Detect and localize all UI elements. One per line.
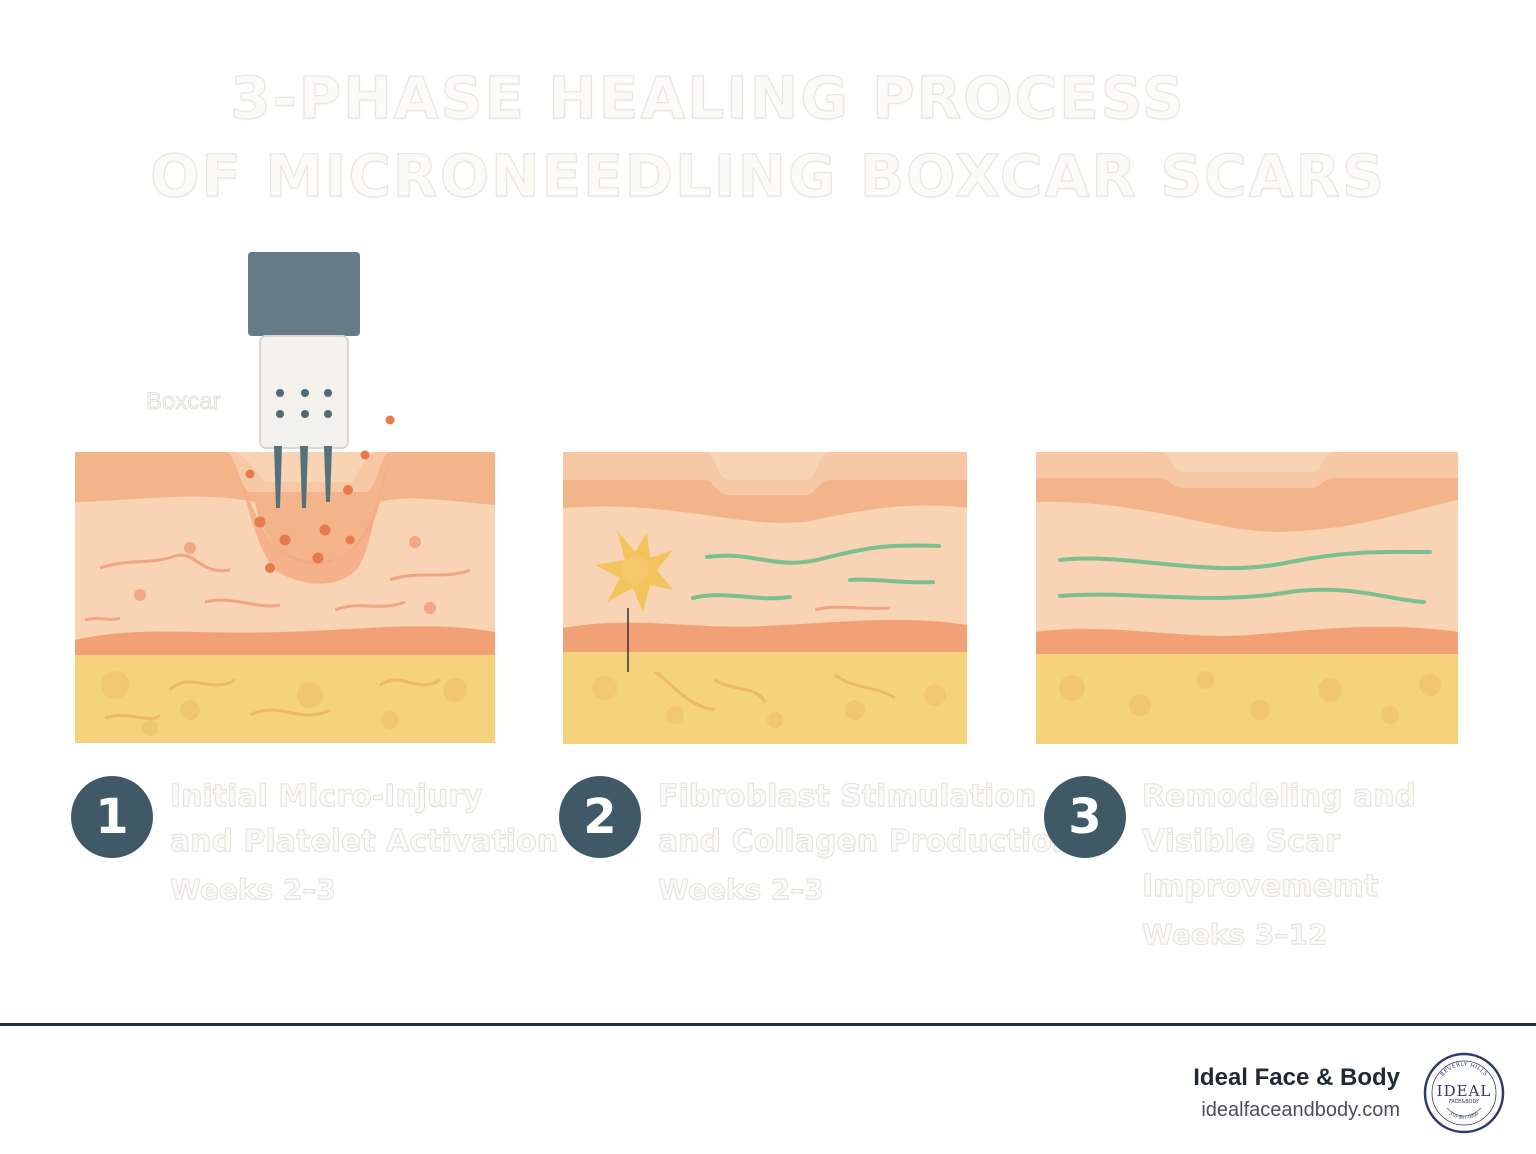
brand-name: Ideal Face & Body: [1193, 1064, 1400, 1091]
laurel-icon: [1446, 1107, 1482, 1117]
step-2-number-badge: 2: [559, 776, 641, 858]
step-3-title-line-1: Remodeling and: [1141, 779, 1417, 815]
panel-1-skin-diagram: [75, 252, 495, 743]
boxcar-label: Boxcar: [146, 388, 221, 416]
step-1-weeks: Weeks 2–3: [170, 873, 337, 907]
step-1-title-line-2: and Platelet Activation: [169, 824, 559, 860]
step-3-number-badge: 3: [1044, 776, 1126, 858]
step-2-title-line-2: and Collagen Production: [657, 824, 1074, 860]
logo-sub-text: FACE&BODY: [1449, 1099, 1480, 1105]
logo-main-text: IDEAL: [1437, 1082, 1492, 1100]
title-line-1: 3-PHASE HEALING PROCESS: [230, 63, 1186, 132]
blood-droplets: [245, 415, 395, 573]
step-1-title-line-1: Initial Micro-Injury: [170, 779, 484, 815]
brand-url[interactable]: idealfaceandbody.com: [1201, 1099, 1400, 1121]
step-3-title-line-2: Visible Scar: [1141, 824, 1341, 860]
step-3-weeks: Weeks 3–12: [1141, 918, 1328, 952]
title-line-2: OF MICRONEEDLING BOXCAR SCARS: [149, 141, 1386, 210]
step-1-number-badge: 1: [71, 776, 153, 858]
skin-cross-section-1: [75, 452, 495, 743]
collagen-fibers: [1058, 549, 1432, 604]
step-2-weeks: Weeks 2–3: [658, 873, 825, 907]
step-2-title-line-1: Fibroblast Stimulation: [657, 779, 1037, 815]
collagen-fibers: [691, 543, 941, 601]
skin-cross-section-3: [1036, 452, 1458, 744]
panel-2-skin-diagram: [563, 452, 967, 744]
footer-divider: [0, 1023, 1536, 1026]
brand-logo-icon: BEVERLY HILLS IDEAL FACE&BODY 310-867-09…: [1423, 1052, 1505, 1134]
panel-3-skin-diagram: [1036, 452, 1458, 744]
step-3-title-line-3: Improvememt: [1141, 869, 1379, 905]
fibroblast-cell-icon: [595, 530, 673, 612]
microneedling-device-icon: [248, 252, 360, 508]
